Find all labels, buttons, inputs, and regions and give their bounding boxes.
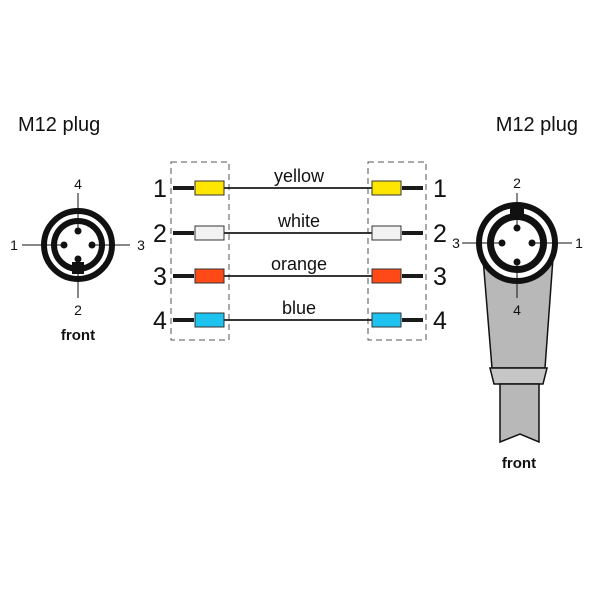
right-connector-collar bbox=[489, 367, 548, 385]
left-sleeve-2 bbox=[194, 225, 225, 241]
right-pin-label-top: 2 bbox=[513, 175, 521, 191]
right-terminal-box bbox=[367, 161, 427, 341]
right-wire-pin-3: 3 bbox=[433, 263, 447, 291]
right-sleeve-1 bbox=[371, 180, 402, 196]
right-connector-angled-view: 2 3 1 4 front bbox=[452, 175, 583, 472]
left-sleeve-3 bbox=[194, 268, 225, 284]
left-terminal-box bbox=[170, 161, 230, 341]
left-wire-pin-2: 2 bbox=[153, 220, 167, 248]
right-plug-title: M12 plug bbox=[496, 114, 578, 136]
right-sleeve-2 bbox=[371, 225, 402, 241]
left-front-label: front bbox=[61, 327, 95, 344]
left-pin-label-top: 4 bbox=[74, 176, 82, 192]
right-sleeve-3 bbox=[371, 268, 402, 284]
left-sleeve-4 bbox=[194, 312, 225, 328]
right-pin-label-right: 1 bbox=[575, 235, 583, 251]
left-sleeve-1 bbox=[194, 180, 225, 196]
right-front-label: front bbox=[502, 455, 536, 472]
left-wire-pin-1: 1 bbox=[153, 175, 167, 203]
left-connector-front-view: 4 1 3 2 front bbox=[10, 176, 145, 344]
wire-color-label-4: blue bbox=[282, 298, 316, 318]
right-pin-label-bottom: 4 bbox=[513, 302, 521, 318]
right-wire-pin-2: 2 bbox=[433, 220, 447, 248]
wire-color-label-3: orange bbox=[271, 254, 327, 274]
right-wire-pin-4: 4 bbox=[433, 307, 447, 335]
right-connector-cable bbox=[499, 383, 540, 444]
left-pin-label-left: 1 bbox=[10, 237, 18, 253]
left-wire-pin-4: 4 bbox=[153, 307, 167, 335]
wire-color-label-1: yellow bbox=[274, 166, 325, 186]
left-connector-insert bbox=[57, 224, 99, 266]
left-wire-pin-3: 3 bbox=[153, 263, 167, 291]
right-sleeve-4 bbox=[371, 312, 402, 328]
wire-rows: 1 1 yellow 2 2 white 3 3 orange 4 4 blue bbox=[153, 166, 447, 335]
right-wire-pin-1: 1 bbox=[433, 175, 447, 203]
left-plug-title: M12 plug bbox=[18, 114, 100, 136]
left-pin-label-bottom: 2 bbox=[74, 302, 82, 318]
right-connector-insert bbox=[494, 220, 540, 266]
right-pin-label-left: 3 bbox=[452, 235, 460, 251]
wire-color-label-2: white bbox=[277, 211, 320, 231]
left-pin-label-right: 3 bbox=[137, 237, 145, 253]
